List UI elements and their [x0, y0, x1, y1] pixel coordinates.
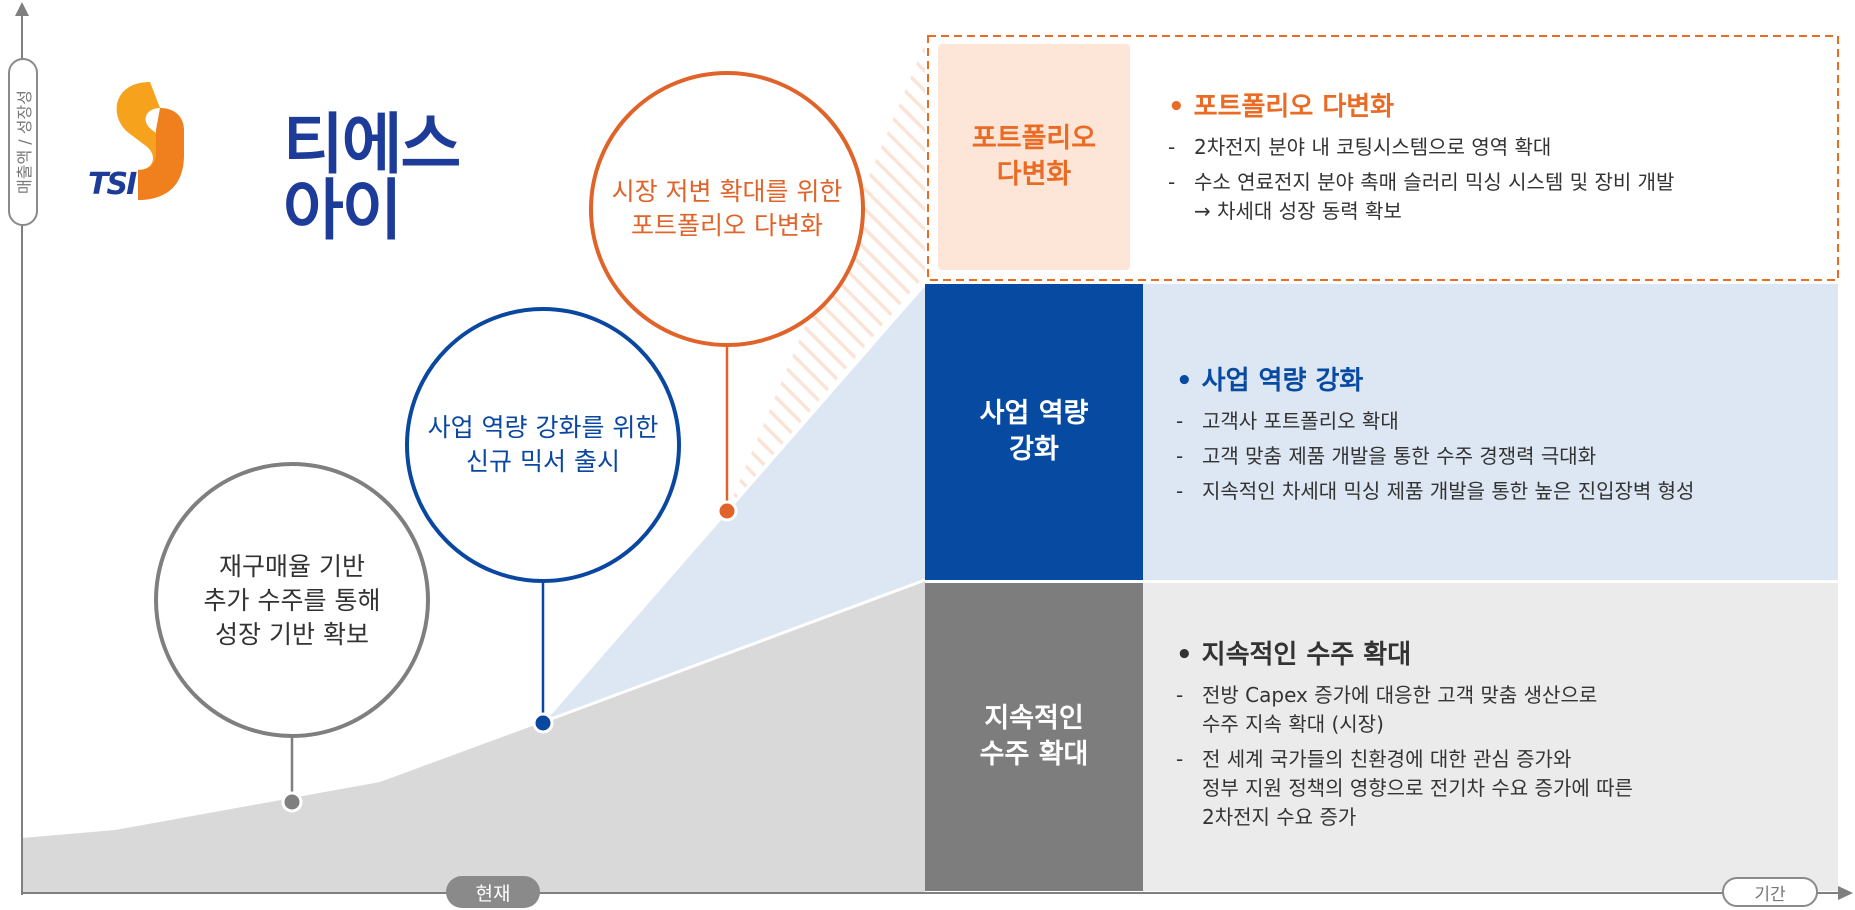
tsi-logo-mark	[116, 82, 184, 200]
capability-panel	[1143, 284, 1838, 580]
milestone-line: 시장 저변 확대를 위한	[611, 177, 843, 207]
gray-milestone-circle	[154, 462, 430, 738]
gray-milestone-dot	[281, 791, 303, 813]
bullet-text: 수소 연료전지 분야 촉매 슬러리 믹싱 시스템 및 장비 개발	[1194, 170, 1675, 194]
bullet-dash: -	[1168, 135, 1176, 159]
milestone-line: 재구매율 기반	[219, 552, 365, 582]
tier-label-line: 사업 역량	[979, 397, 1089, 429]
logo-abbreviation: TSI	[88, 167, 137, 202]
blue-edge-line	[541, 283, 927, 723]
company-logo: TSI 티에스아이	[88, 78, 508, 244]
milestone-line: 추가 수주를 통해	[203, 586, 381, 616]
bullet-dash: -	[1176, 747, 1184, 771]
bullet-dash: -	[1176, 683, 1184, 707]
tier-bullet: -전방 Capex 증가에 대응한 고객 맞춤 생산으로 수주 지속 확대 (시…	[1176, 681, 1633, 739]
tier-orders-label: 지속적인 수주 확대	[925, 583, 1143, 891]
bullet-dash: -	[1176, 409, 1184, 433]
tier-heading: • 지속적인 수주 확대	[1176, 640, 1412, 670]
tier-label-line: 수주 확대	[979, 739, 1089, 770]
bullet-text: → 차세대 성장 동력 확보	[1194, 199, 1402, 223]
tier-label-line: 다변화	[996, 159, 1072, 190]
tier-bullet: -2차전지 분야 내 코팅시스템으로 영역 확대	[1168, 133, 1674, 162]
milestone-line: 사업 역량 강화를 위한	[427, 413, 659, 443]
bullet-text: 고객사 포트폴리오 확대	[1202, 409, 1399, 433]
milestone-line: 성장 기반 확보	[215, 619, 369, 649]
tier-heading: • 사업 역량 강화	[1176, 366, 1364, 396]
bullet-text: 수주 지속 확대 (시장)	[1202, 712, 1384, 736]
logo-wordmark: 티에스아이	[283, 106, 461, 249]
bullet-text: 지속적인 차세대 믹싱 제품 개발을 통한 높은 진입장벽 형성	[1202, 479, 1695, 503]
orange-milestone-circle	[589, 71, 865, 347]
tier-capability-label: 사업 역량 강화	[925, 284, 1143, 580]
tier-portfolio-label: 포트폴리오 다변화	[938, 44, 1130, 270]
bullet-text: 2차전지 분야 내 코팅시스템으로 영역 확대	[1194, 135, 1552, 159]
tier-capability-details: • 사업 역량 강화 -고객사 포트폴리오 확대 -고객 맞춤 제품 개발을 통…	[1176, 360, 1694, 512]
x-axis-arrow	[1838, 886, 1853, 900]
blue-milestone-dot	[532, 712, 554, 734]
milestone-line: 신규 믹서 출시	[466, 447, 620, 476]
tier-bullet: -고객 맞춤 제품 개발을 통한 수주 경쟁력 극대화	[1176, 442, 1694, 471]
tier-bullet: -수소 연료전지 분야 촉매 슬러리 믹싱 시스템 및 장비 개발 → 차세대 …	[1168, 168, 1674, 226]
tier-heading: • 포트폴리오 다변화	[1168, 92, 1395, 122]
orange-milestone-dot	[716, 500, 738, 522]
tier-bullet: -지속적인 차세대 믹싱 제품 개발을 통한 높은 진입장벽 형성	[1176, 477, 1694, 506]
growth-curve-line	[542, 578, 926, 724]
tier-bullet: -전 세계 국가들의 친환경에 대한 관심 증가와 정부 지원 정책의 영향으로…	[1176, 745, 1633, 832]
tier-portfolio-details: • 포트폴리오 다변화 -2차전지 분야 내 코팅시스템으로 영역 확대 -수소…	[1168, 86, 1674, 232]
now-marker-label: 현재	[446, 876, 540, 908]
tier-label-line: 포트폴리오	[971, 122, 1097, 154]
milestone-portfolio-text: 시장 저변 확대를 위한 포트폴리오 다변화	[591, 73, 863, 345]
milestone-repurchase-text: 재구매율 기반 추가 수주를 통해 성장 기반 확보	[156, 465, 428, 737]
y-axis-label-text: 매출액 / 성장성	[15, 90, 35, 194]
x-axis-label: 기간	[1722, 877, 1818, 907]
orders-panel	[1143, 583, 1838, 891]
bullet-text: 정부 지원 정책의 영향으로 전기차 수요 증가에 따른	[1202, 776, 1633, 800]
milestone-line: 포트폴리오 다변화	[631, 211, 823, 240]
tier-bullet: -고객사 포트폴리오 확대	[1176, 407, 1694, 436]
tier-label-line: 강화	[1009, 434, 1059, 465]
bullet-dash: -	[1176, 444, 1184, 468]
y-axis-label: 매출액 / 성장성	[8, 58, 38, 226]
bullet-text: 고객 맞춤 제품 개발을 통한 수주 경쟁력 극대화	[1202, 444, 1597, 468]
bullet-text: 2차전지 수요 증가	[1202, 805, 1357, 829]
tier-orders-details: • 지속적인 수주 확대 -전방 Capex 증가에 대응한 고객 맞춤 생산으…	[1176, 634, 1633, 838]
y-axis-arrow	[15, 2, 29, 16]
bullet-text: 전방 Capex 증가에 대응한 고객 맞춤 생산으로	[1202, 683, 1598, 707]
bullet-dash: -	[1168, 170, 1176, 194]
milestone-new-mixer-text: 사업 역량 강화를 위한 신규 믹서 출시	[407, 309, 679, 581]
blue-milestone-circle	[405, 307, 681, 583]
bullet-dash: -	[1176, 479, 1184, 503]
tier-label-line: 지속적인	[984, 702, 1084, 734]
gray-growth-area	[22, 580, 925, 892]
bullet-text: 전 세계 국가들의 친환경에 대한 관심 증가와	[1202, 747, 1572, 771]
